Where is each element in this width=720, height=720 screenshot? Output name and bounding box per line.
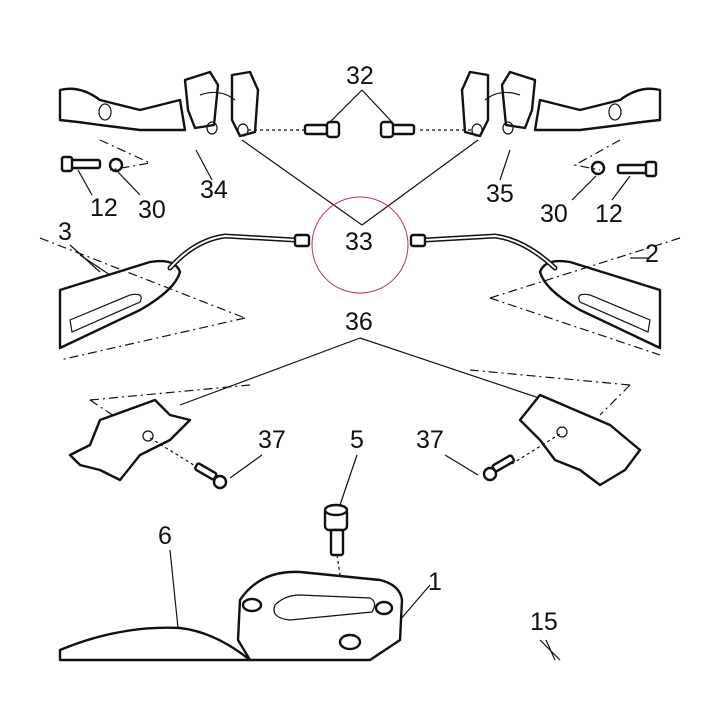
callout-3: 3 (58, 218, 72, 246)
part-6 (58, 626, 252, 662)
right-screw-washer (573, 139, 658, 178)
left-handlebar-assembly (58, 70, 260, 138)
highlight-circle (311, 196, 409, 294)
callout-5: 5 (350, 426, 364, 454)
callout-6: 6 (158, 522, 172, 550)
right-handlebar-assembly (460, 70, 662, 138)
wire-cable (167, 233, 558, 271)
leader-lines (77, 89, 631, 661)
callout-33: 33 (345, 228, 373, 256)
callout-12-right: 12 (595, 200, 623, 228)
part-15 (539, 639, 561, 661)
clamp-part-1 (236, 570, 404, 662)
callout-12-left: 12 (90, 194, 118, 222)
left-lever-assembly (39, 237, 246, 361)
callout-35: 35 (486, 180, 514, 208)
left-hand-guard (68, 384, 251, 490)
callout-37-right: 37 (416, 426, 444, 454)
callout-37-left: 37 (258, 426, 286, 454)
callout-32: 32 (346, 62, 374, 90)
callouts: 32 34 35 12 30 30 12 3 2 33 36 37 37 5 6… (58, 62, 659, 636)
left-screw-washer (60, 139, 152, 173)
callout-36: 36 (345, 308, 373, 336)
callout-2: 2 (645, 240, 659, 268)
bolt-5 (323, 503, 351, 641)
right-hand-guard (469, 369, 642, 487)
callout-15: 15 (530, 608, 558, 636)
clamp-screws (248, 120, 472, 139)
right-lever-assembly (489, 237, 681, 356)
callout-30-left: 30 (138, 196, 166, 224)
right-screw-37 (482, 454, 515, 482)
left-screw-37 (194, 462, 228, 490)
callout-1: 1 (428, 568, 442, 596)
callout-34: 34 (200, 176, 228, 204)
callout-30-right: 30 (540, 200, 568, 228)
